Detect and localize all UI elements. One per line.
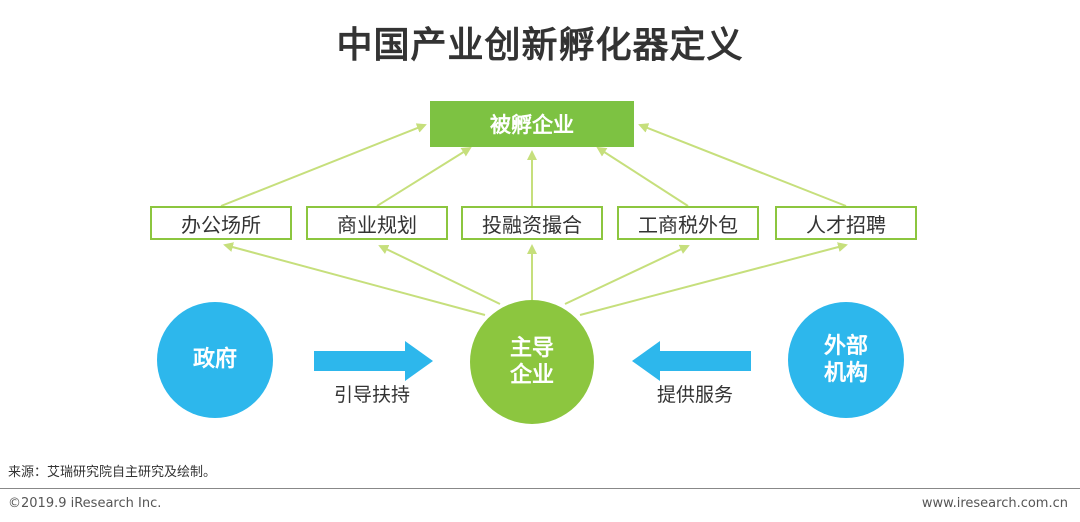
service-box-office: 办公场所 [150,206,292,240]
arrow-lead-to-talent [579,242,848,316]
lead-enterprise-label-line1: 主导 [509,335,554,361]
arrow-lead-to-office [223,242,486,316]
arrow-office-to-top [220,123,427,207]
government-circle: 政府 [157,302,273,418]
arrow-tax-to-top [596,146,689,207]
service-box-business-plan: 商业规划 [306,206,448,240]
incubated-enterprise-box: 被孵企业 [430,101,634,147]
service-box-talent: 人才招聘 [775,206,917,240]
footer-divider [0,488,1080,489]
provide-services-label: 提供服务 [656,384,733,406]
arrow-plan-to-top [376,146,472,207]
lead-enterprise-label-line2: 企业 [509,363,554,388]
service-label-tax: 工商税外包 [638,212,738,237]
service-label-financing: 投融资撮合 [482,212,582,237]
external-organization-circle: 外部 机构 [788,302,904,418]
arrow-external-to-lead [632,341,751,381]
arrow-talent-to-top [638,123,847,207]
side-arrows [314,341,751,381]
lead-enterprise-circle: 主导 企业 [470,300,594,424]
source-note: 来源：艾瑞研究院自主研究及绘制。 [8,465,217,480]
service-to-top-arrows [220,123,847,207]
page-title: 中国产业创新孵化器定义 [336,25,744,66]
service-box-financing: 投融资撮合 [461,206,603,240]
service-label-business-plan: 商业规划 [337,212,417,237]
external-organization-label-line1: 外部 [823,333,868,359]
arrow-lead-to-tax [564,244,690,305]
service-box-tax: 工商税外包 [617,206,759,240]
footer-copyright: ©2019.9 iResearch Inc. [8,496,162,511]
incubated-enterprise-label: 被孵企业 [490,113,574,137]
footer-website: www.iresearch.com.cn [921,496,1068,511]
government-label: 政府 [192,347,237,373]
service-label-talent: 人才招聘 [806,212,886,237]
guide-support-label: 引导扶持 [333,384,410,406]
arrow-lead-to-plan [378,244,501,305]
external-organization-label-line2: 机构 [823,361,868,386]
lead-to-service-arrows [223,242,848,316]
arrow-government-to-lead [314,341,433,381]
service-label-office: 办公场所 [181,212,261,237]
